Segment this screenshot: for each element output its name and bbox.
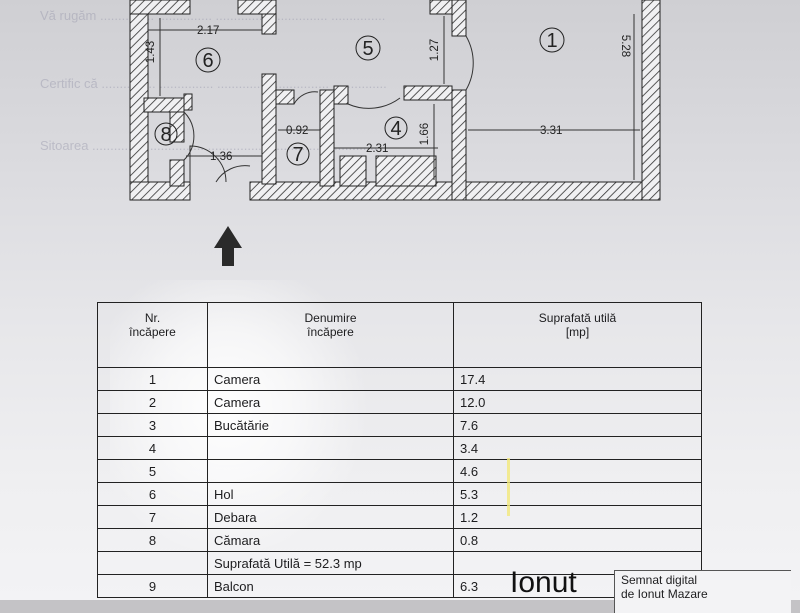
cell-name: Cămara	[207, 528, 454, 552]
walls	[129, 0, 661, 201]
header-area-line2: [mp]	[565, 325, 590, 339]
cell-area: 17.4	[453, 367, 702, 391]
cell-area: 12.0	[453, 390, 702, 414]
dimension-label: 1.36	[210, 151, 232, 163]
header-nr-line1: Nr.	[144, 311, 161, 325]
up-arrow-icon	[214, 226, 242, 266]
header-name-line1: Denumire	[304, 311, 357, 325]
cell-area: 3.4	[453, 436, 702, 460]
cell-nr: 3	[97, 413, 208, 437]
dimension-label: 3.31	[540, 125, 562, 137]
dimension-label: 2.17	[197, 25, 219, 37]
dimension-label: 1.66	[419, 123, 431, 145]
dimension-label: 2.31	[366, 143, 388, 155]
cell-nr: 4	[97, 436, 208, 460]
cell-name	[207, 436, 454, 460]
cell-nr: 5	[97, 459, 208, 483]
cell-nr: 8	[97, 528, 208, 552]
dimension-labels: 2.17 1.43 1.27 5.28 3.31 1.66 0.92 2.31 …	[145, 25, 631, 163]
bleed-through-text: Certific că ............... ............…	[40, 76, 387, 91]
cell-name: Bucătărie	[207, 413, 454, 437]
signature-label-line1: Semnat digital	[621, 573, 698, 587]
floor-plan: 2.17 1.43 1.27 5.28 3.31 1.66 0.92 2.31 …	[129, 0, 661, 266]
dimension-label: 5.28	[619, 35, 631, 57]
dimension-label: 1.43	[145, 41, 157, 63]
total-row: Suprafată Utilă = 52.3 mp	[97, 551, 702, 575]
cell-name: Camera	[207, 390, 454, 414]
bleed-through-text: Vă rugăm ............... ...............…	[40, 8, 386, 23]
digital-signature-box: Semnat digital de Ionut Mazare	[614, 570, 791, 613]
cell-name: Debara	[207, 505, 454, 529]
cell-area: 7.6	[453, 413, 702, 437]
dimension-label: 0.92	[286, 125, 308, 137]
cell-nr: 7	[97, 505, 208, 529]
header-nr: Nr. încăpere	[97, 302, 208, 368]
room-number: 7	[292, 144, 303, 166]
cell-nr: 6	[97, 482, 208, 506]
header-name: Denumire încăpere	[207, 302, 454, 368]
signature-name: Ionut	[510, 566, 577, 599]
highlighter-mark	[507, 458, 510, 516]
cell-area: 1.2	[453, 505, 702, 529]
room-numbers: 1 5 6 4 7 8	[154, 27, 565, 166]
header-name-line2: încăpere	[307, 325, 354, 339]
room-number: 4	[390, 118, 401, 140]
total-area-text: Suprafată Utilă = 52.3 mp	[207, 551, 454, 575]
cell-area: 5.3	[453, 482, 702, 506]
header-area-line1: Suprafată utilă	[538, 311, 617, 325]
room-number: 5	[362, 38, 373, 60]
header-nr-line2: încăpere	[129, 325, 176, 339]
door-swings	[183, 35, 474, 183]
room-number: 1	[546, 30, 557, 52]
cell-name: Balcon	[207, 574, 454, 598]
table-header-row: Nr. încăpere Denumire încăpere Suprafată…	[97, 302, 702, 368]
room-number: 6	[202, 50, 213, 72]
cell-nr: 2	[97, 390, 208, 414]
cell-area: 0.8	[453, 528, 702, 552]
header-area: Suprafată utilă [mp]	[453, 302, 702, 368]
room-number: 8	[160, 124, 171, 146]
signature-label-line2: de Ionut Mazare	[621, 587, 708, 601]
cell-nr: 9	[97, 574, 208, 598]
cell-area: 4.6	[453, 459, 702, 483]
cell-name	[207, 459, 454, 483]
cell-name: Camera	[207, 367, 454, 391]
cell-name: Hol	[207, 482, 454, 506]
area-table: Nr. încăpere Denumire încăpere Suprafată…	[97, 302, 702, 598]
cell-empty	[97, 551, 208, 575]
cell-nr: 1	[97, 367, 208, 391]
dimension-label: 1.27	[429, 39, 441, 61]
bleed-through-text: Sitoarea ............... ...............…	[40, 138, 378, 153]
dimension-lines	[148, 14, 640, 180]
